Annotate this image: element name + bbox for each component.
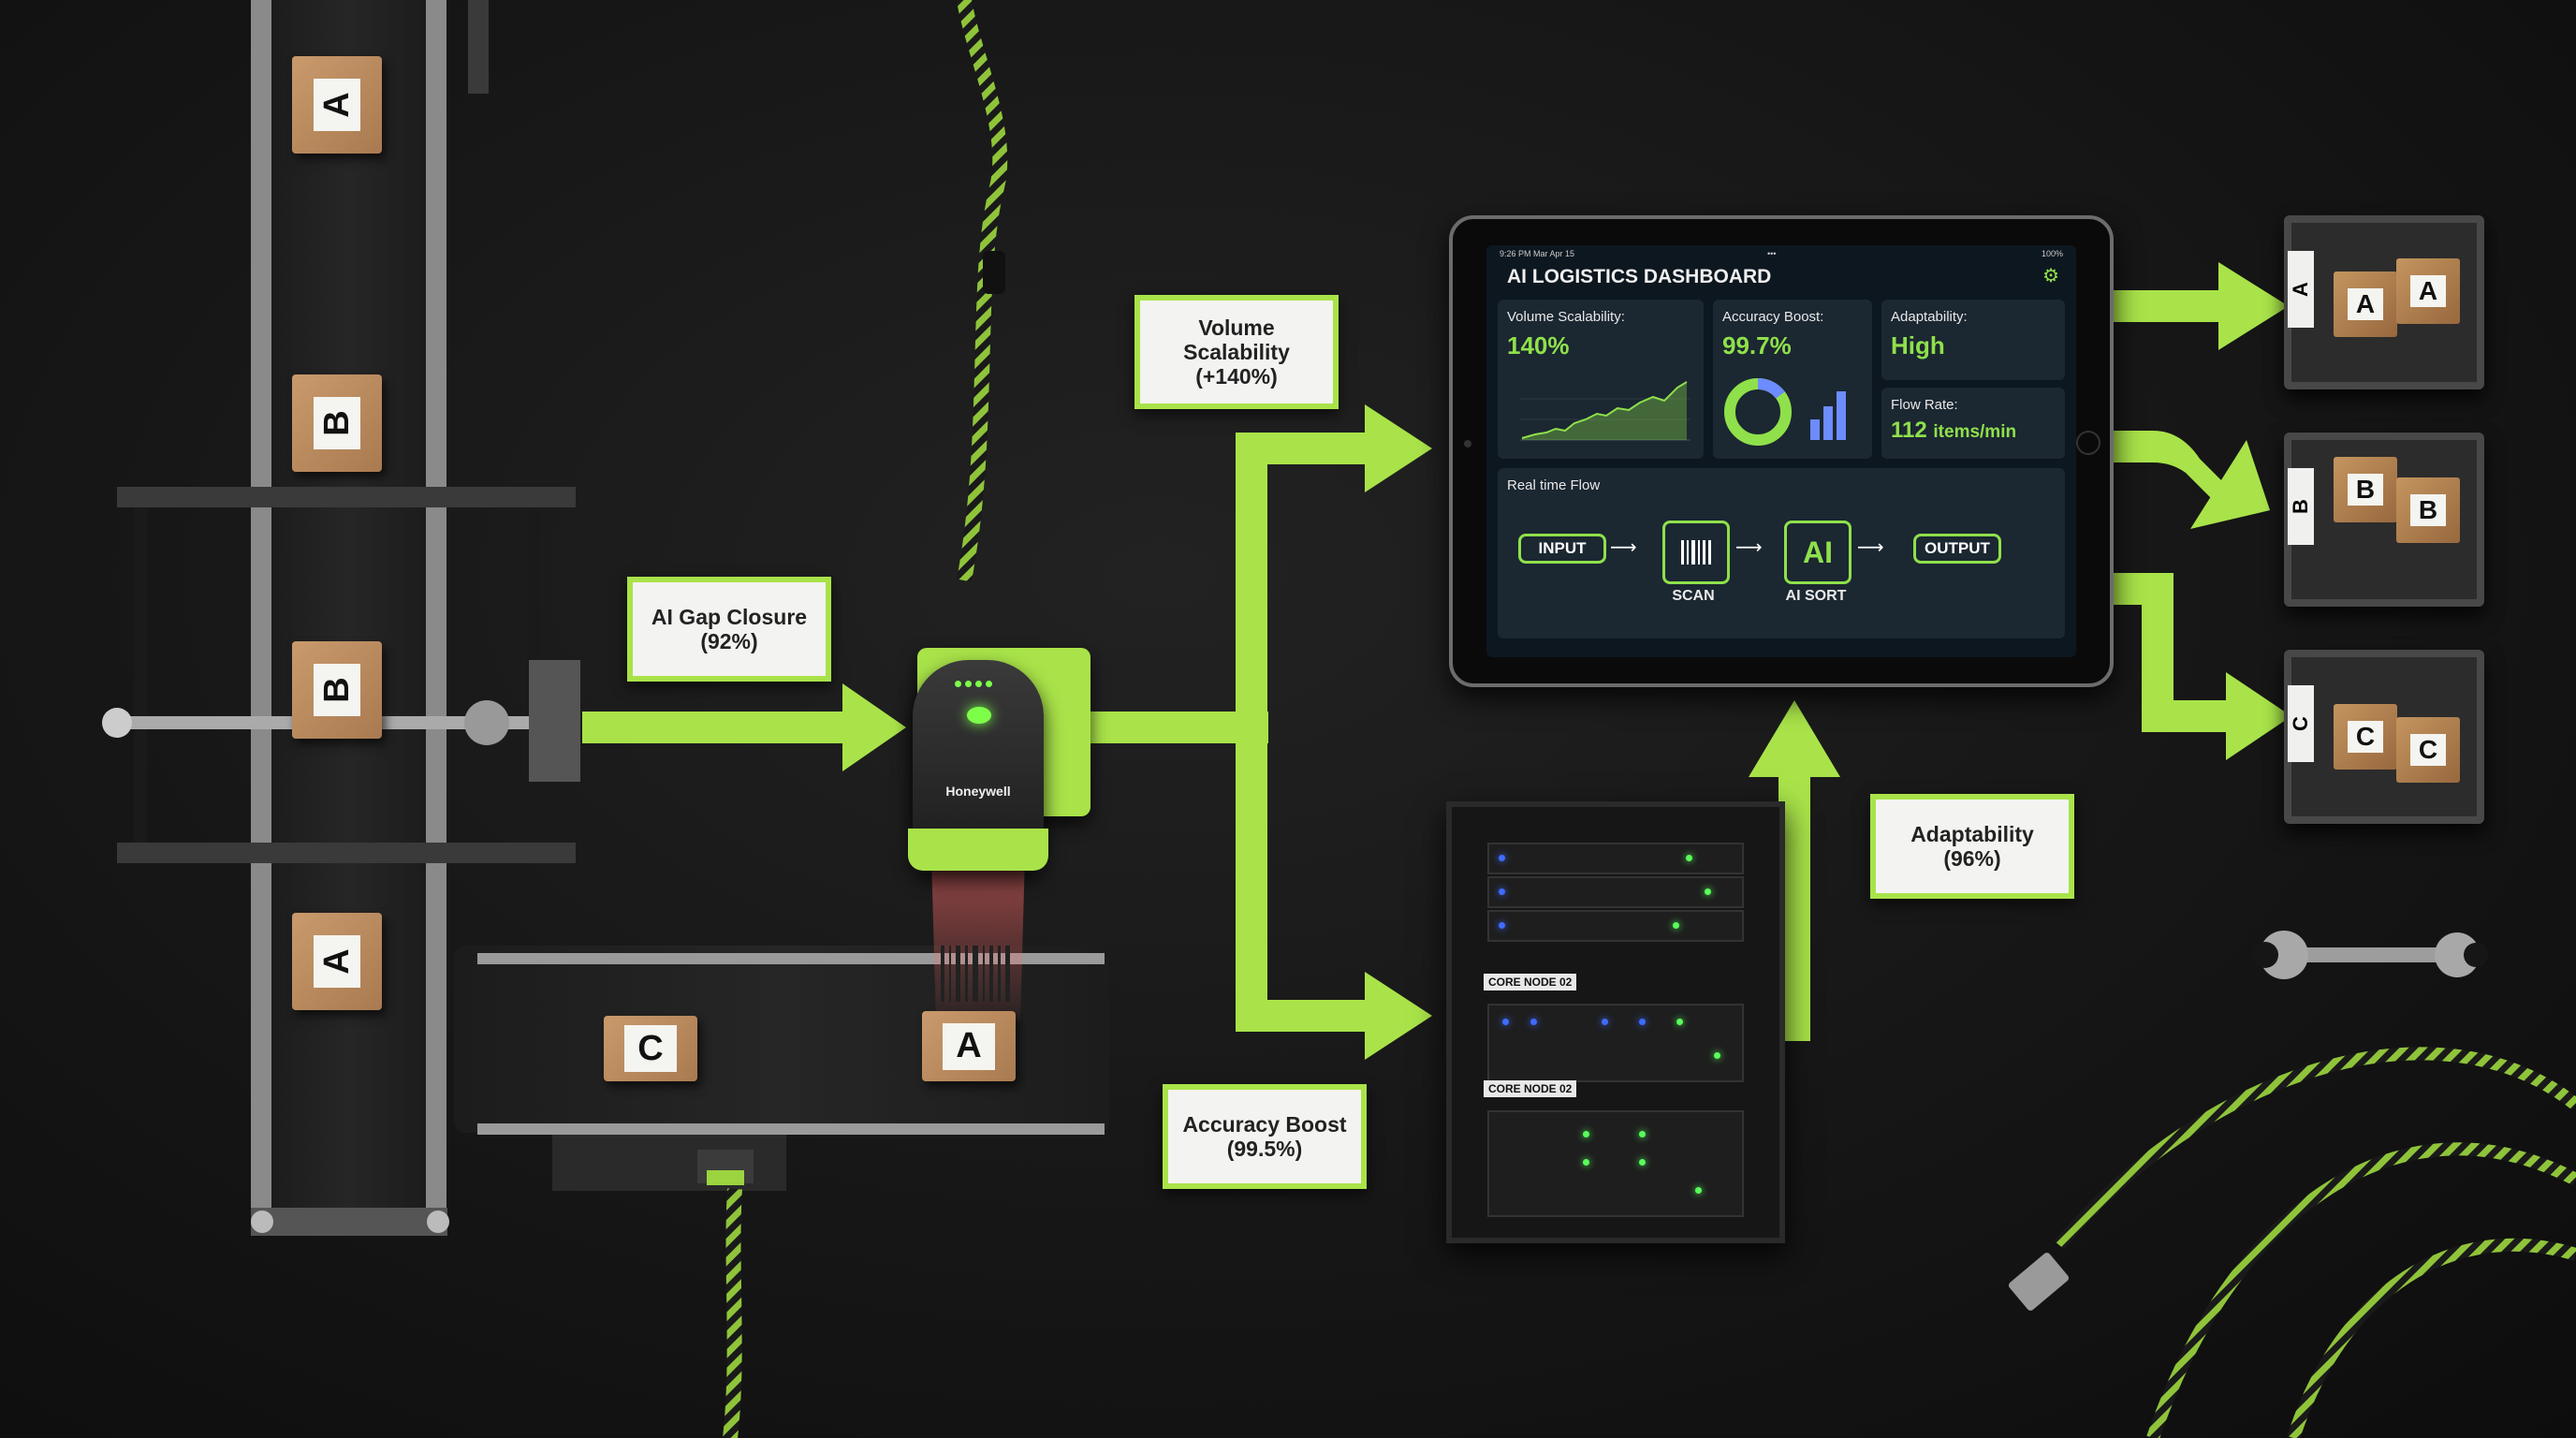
bar-chart-icon xyxy=(1810,391,1846,440)
package-box: C xyxy=(604,1016,697,1081)
box-label: C xyxy=(624,1025,677,1072)
card-label: Flow Rate: xyxy=(1891,397,1958,413)
barcode-icon xyxy=(1681,540,1711,565)
sort-bin-b: B B B xyxy=(2284,433,2484,607)
package-box: A xyxy=(292,56,382,154)
card-realtime-flow: Real time Flow INPUT ⟶ SCAN ⟶ AI AI SORT… xyxy=(1498,468,2065,638)
arrow-right-icon: ⟶ xyxy=(1857,537,1884,558)
card-volume-scalability: Volume Scalability: 140% xyxy=(1498,300,1704,459)
node-tag: CORE NODE 02 xyxy=(1484,1080,1577,1097)
flow-rate-value: 112 xyxy=(1891,418,1927,443)
arrow-right-icon: ⟶ xyxy=(1610,537,1637,558)
flow-ai-sort-label: AI SORT xyxy=(1785,588,1847,604)
box-label: B xyxy=(314,664,360,716)
dashboard-title: AI LOGISTICS DASHBOARD xyxy=(1507,266,1772,287)
card-value: 140% xyxy=(1507,331,1570,360)
gear-icon[interactable]: ⚙ xyxy=(2042,266,2059,286)
label-accuracy-boost: Accuracy Boost(99.5%) xyxy=(1163,1084,1367,1189)
label-ai-gap-closure: AI Gap Closure(92%) xyxy=(627,577,831,682)
label-adaptability: Adaptability(96%) xyxy=(1870,794,2074,899)
flow-input: INPUT xyxy=(1518,534,1606,564)
status-time: 9:26 PM Mar Apr 15 xyxy=(1500,249,1575,258)
bin-label: A xyxy=(2288,282,2312,297)
flow-ai-node: AI xyxy=(1784,521,1852,584)
donut-chart-icon xyxy=(1724,378,1792,446)
card-value: High xyxy=(1891,331,1945,360)
dashboard-screen: 9:26 PM Mar Apr 15 ••• 100% AI LOGISTICS… xyxy=(1486,245,2076,657)
sort-bin-c: C C C xyxy=(2284,650,2484,824)
bin-label: B xyxy=(2288,499,2312,514)
server-unit xyxy=(1487,1004,1744,1082)
status-battery: 100% xyxy=(2041,249,2063,258)
sort-bin-a: A A A xyxy=(2284,215,2484,389)
card-label: Adaptability: xyxy=(1891,309,1968,325)
package-box: A xyxy=(2396,258,2460,324)
line-chart-icon xyxy=(1520,381,1690,441)
scanner-brand: Honeywell xyxy=(945,784,1011,799)
server-rack: CORE NODE 02 CORE NODE 02 xyxy=(1446,801,1785,1243)
card-label: Accuracy Boost: xyxy=(1722,309,1824,325)
wrench-icon xyxy=(2252,931,2488,979)
package-box: A xyxy=(922,1011,1016,1081)
package-box: B xyxy=(2334,457,2397,522)
card-adaptability: Adaptability: High xyxy=(1881,300,2065,380)
box-label: A xyxy=(314,79,360,131)
package-box: C xyxy=(2334,704,2397,770)
tablet-device: 9:26 PM Mar Apr 15 ••• 100% AI LOGISTICS… xyxy=(1449,215,2114,687)
server-unit xyxy=(1487,843,1744,874)
package-box: C xyxy=(2396,717,2460,783)
card-accuracy-boost: Accuracy Boost: 99.7% xyxy=(1713,300,1872,459)
package-box: B xyxy=(2396,477,2460,543)
flow-scan-label: SCAN xyxy=(1672,588,1715,604)
barcode-icon xyxy=(941,946,1010,1002)
package-box: B xyxy=(292,641,382,739)
package-box: A xyxy=(292,913,382,1010)
server-unit xyxy=(1487,876,1744,908)
status-dots: ••• xyxy=(1767,249,1777,258)
package-box: A xyxy=(2334,271,2397,337)
vertical-conveyor xyxy=(251,0,489,1236)
card-flow-rate: Flow Rate: 112 items/min xyxy=(1881,388,2065,459)
server-unit xyxy=(1487,910,1744,942)
flow-rate-unit: items/min xyxy=(1933,422,2017,442)
box-label: A xyxy=(314,935,360,988)
bin-label: C xyxy=(2288,716,2312,731)
card-value: 99.7% xyxy=(1722,331,1792,360)
flow-scan-node xyxy=(1662,521,1730,584)
flow-output: OUTPUT xyxy=(1913,534,2001,564)
box-label: B xyxy=(314,397,360,449)
card-label: Volume Scalability: xyxy=(1507,309,1625,325)
node-tag: CORE NODE 02 xyxy=(1484,974,1577,990)
server-unit xyxy=(1487,1110,1744,1217)
barcode-scanner: Honeywell xyxy=(908,660,1048,871)
card-label: Real time Flow xyxy=(1507,477,1601,493)
arrow-right-icon: ⟶ xyxy=(1735,537,1763,558)
box-label: A xyxy=(943,1022,995,1070)
package-box: B xyxy=(292,374,382,472)
usb-cable-icon xyxy=(2054,1047,2576,1438)
